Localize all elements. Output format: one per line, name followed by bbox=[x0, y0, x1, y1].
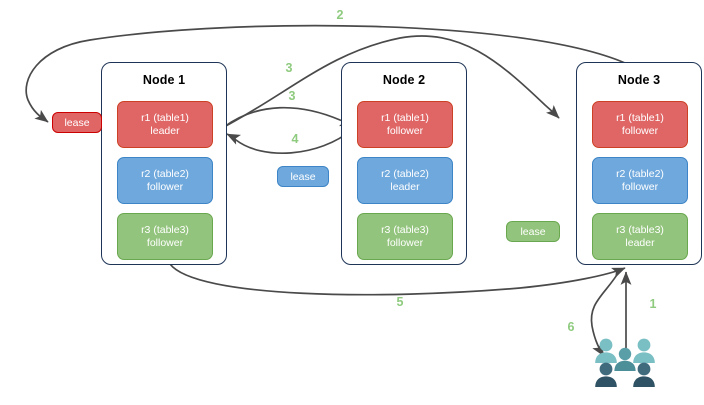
users-icon-middle bbox=[614, 347, 636, 371]
replica-n3-r2[interactable]: r2 (table2) follower bbox=[592, 157, 688, 204]
users-icon-front-left bbox=[595, 362, 617, 387]
replica-n2-r2-role: leader bbox=[390, 180, 420, 193]
replica-n1-r1[interactable]: r1 (table1) leader bbox=[117, 101, 213, 148]
replica-n1-r3[interactable]: r3 (table3) follower bbox=[117, 213, 213, 260]
replica-n2-r1-name: r1 (table1) bbox=[381, 111, 429, 124]
replica-n1-r3-role: follower bbox=[146, 236, 184, 249]
step-label-5: 5 bbox=[396, 295, 404, 309]
replica-n3-r3-name: r3 (table3) bbox=[616, 223, 664, 236]
step-label-6: 6 bbox=[567, 320, 575, 334]
arrow-3-short-path bbox=[223, 106, 354, 128]
replica-n3-r1[interactable]: r1 (table1) follower bbox=[592, 101, 688, 148]
replica-n3-r3[interactable]: r3 (table3) leader bbox=[592, 213, 688, 260]
lease-badge-red[interactable]: lease bbox=[52, 112, 102, 133]
node-2-container[interactable]: Node 2 r1 (table1) follower r2 (table2) … bbox=[341, 62, 467, 265]
users-icon-back-left bbox=[595, 338, 617, 363]
step-label-2: 2 bbox=[336, 8, 344, 22]
replica-n1-r3-name: r3 (table3) bbox=[141, 223, 189, 236]
node-2-title: Node 2 bbox=[382, 73, 426, 87]
users-icon bbox=[595, 338, 655, 387]
replica-n2-r1[interactable]: r1 (table1) follower bbox=[357, 101, 453, 148]
replica-n3-r1-role: follower bbox=[621, 124, 659, 137]
replica-n3-r1-name: r1 (table1) bbox=[616, 111, 664, 124]
replica-n2-r2[interactable]: r2 (table2) leader bbox=[357, 157, 453, 204]
step-label-3a: 3 bbox=[285, 61, 293, 75]
replica-n3-r2-name: r2 (table2) bbox=[616, 167, 664, 180]
replica-n1-r1-name: r1 (table1) bbox=[141, 111, 189, 124]
step-label-4: 4 bbox=[291, 132, 299, 146]
replica-n3-r2-role: follower bbox=[621, 180, 659, 193]
users-icon-front-right bbox=[633, 362, 655, 387]
replica-n2-r2-name: r2 (table2) bbox=[381, 167, 429, 180]
lease-badge-green[interactable]: lease bbox=[506, 221, 560, 242]
replica-n1-r2-role: follower bbox=[146, 180, 184, 193]
users-icon-back-right bbox=[633, 338, 655, 363]
step-label-3b: 3 bbox=[288, 89, 296, 103]
arrow-5-path bbox=[169, 263, 626, 296]
replica-n2-r1-role: follower bbox=[386, 124, 424, 137]
replica-n1-r1-role: leader bbox=[150, 124, 180, 137]
replica-n1-r2-name: r2 (table2) bbox=[141, 167, 189, 180]
replica-n2-r3[interactable]: r3 (table3) follower bbox=[357, 213, 453, 260]
node-1-title: Node 1 bbox=[142, 73, 186, 87]
node-1-container[interactable]: Node 1 r1 (table1) leader r2 (table2) fo… bbox=[101, 62, 227, 265]
node-3-container[interactable]: Node 3 r1 (table1) follower r2 (table2) … bbox=[576, 62, 702, 265]
node-3-title: Node 3 bbox=[617, 73, 661, 87]
step-label-1: 1 bbox=[649, 297, 657, 311]
replica-n2-r3-role: follower bbox=[386, 236, 424, 249]
replica-n1-r2[interactable]: r2 (table2) follower bbox=[117, 157, 213, 204]
replica-n3-r3-role: leader bbox=[625, 236, 655, 249]
replica-n2-r3-name: r3 (table3) bbox=[381, 223, 429, 236]
lease-badge-blue[interactable]: lease bbox=[277, 166, 329, 187]
